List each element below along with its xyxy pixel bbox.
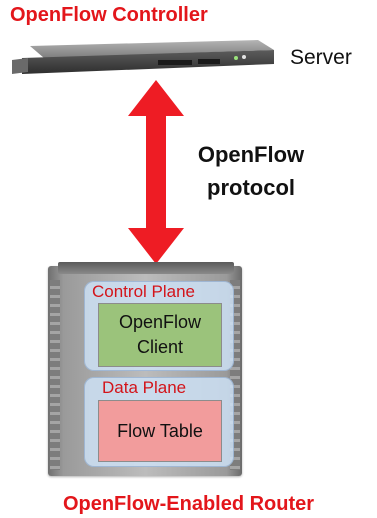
router-chassis-top	[58, 262, 234, 274]
router-rail-left	[50, 280, 60, 470]
control-plane-label: Control Plane	[92, 282, 196, 301]
controller-title: OpenFlow Controller	[10, 4, 208, 26]
flow-table-box: Flow Table	[98, 400, 222, 462]
data-plane-label: Data Plane	[102, 378, 187, 397]
router-title: OpenFlow-Enabled Router	[62, 493, 315, 515]
openflow-client-box: OpenFlow Client	[98, 303, 222, 367]
router-rail-right	[230, 280, 240, 470]
server-icon	[12, 40, 274, 74]
server-label: Server	[290, 46, 352, 69]
double-arrow-icon	[128, 80, 184, 264]
protocol-label: OpenFlow protocol	[197, 142, 305, 200]
